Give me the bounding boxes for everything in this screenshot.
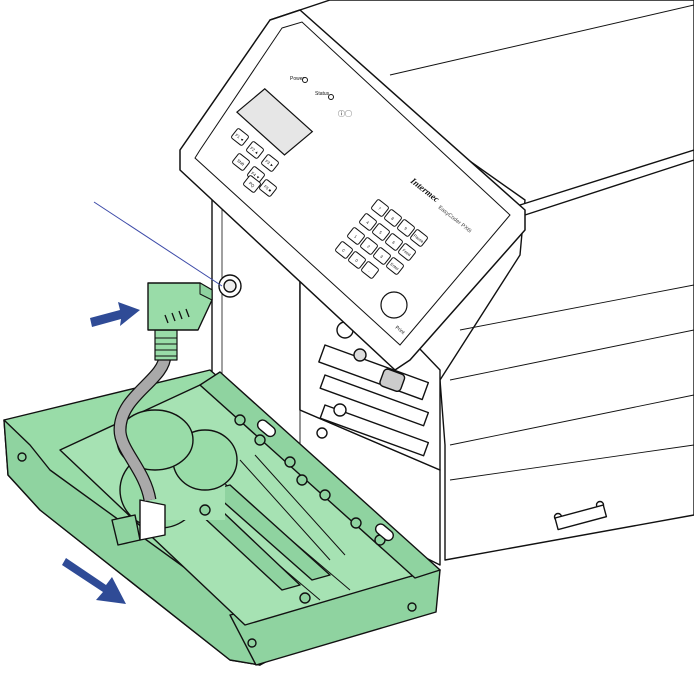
key-label: 7	[377, 206, 382, 212]
function-key[interactable]: PQ	[243, 175, 261, 193]
key-label: 3	[379, 254, 384, 260]
numeric-key[interactable]: 0	[348, 251, 366, 269]
numeric-key[interactable]: 5	[372, 223, 390, 241]
key-label: 9	[403, 226, 408, 232]
key-label: PQ	[248, 181, 256, 188]
numeric-key[interactable]: 4	[359, 213, 377, 231]
numeric-key[interactable]: 7	[371, 199, 389, 217]
key-label: F3 ►	[264, 158, 275, 168]
lcd-display	[236, 87, 314, 156]
pull-arrow-icon	[62, 558, 126, 604]
numeric-key[interactable]: 8	[384, 209, 402, 227]
numeric-key[interactable]: .	[361, 261, 379, 279]
function-key[interactable]: F3 ►	[261, 154, 279, 172]
numeric-key[interactable]: 6	[385, 233, 403, 251]
key-label: 5	[378, 230, 383, 236]
function-key[interactable]: Shift	[232, 153, 250, 171]
numeric-key[interactable]: 1	[347, 227, 365, 245]
callout-leader-line	[93, 201, 223, 287]
key-label: 1	[353, 234, 358, 240]
info-icon: ⓘ◯	[338, 110, 352, 118]
media-tray[interactable]	[3, 369, 441, 666]
numeric-key[interactable]: 2	[360, 237, 378, 255]
numeric-key[interactable]: Enter	[386, 257, 404, 275]
numeric-key[interactable]: 3	[373, 247, 391, 265]
print-button-label: Print	[394, 325, 406, 336]
key-label: Pause	[413, 233, 426, 244]
key-label: 6	[391, 240, 396, 246]
print-button[interactable]	[380, 291, 408, 319]
led-status-label: Status	[315, 91, 330, 97]
function-keys: F1 ◄ F2 ▲ F3 ► Shift F4 ▼F5 ■ PQ	[231, 128, 279, 197]
key-label: 0	[354, 258, 359, 264]
key-label: .	[368, 268, 372, 273]
key-label: Feed	[402, 248, 412, 258]
key-label: 2	[366, 244, 371, 250]
status-leds: Power Status ⓘ◯	[290, 76, 352, 118]
function-key[interactable]: F2 ▲	[246, 141, 264, 159]
insert-arrow-icon	[90, 302, 140, 327]
key-label: F2 ▲	[249, 145, 260, 155]
key-label: 8	[390, 216, 395, 222]
key-label: 4	[365, 220, 370, 226]
key-label: Shift	[236, 158, 246, 167]
numeric-key[interactable]: 9	[397, 219, 415, 237]
function-key[interactable]: F1 ◄	[231, 128, 249, 146]
status-led	[328, 94, 334, 100]
key-label: Enter	[389, 261, 400, 271]
key-label: C	[341, 248, 346, 254]
key-label: F4 ▼	[250, 170, 261, 180]
numeric-key[interactable]: Feed	[398, 243, 416, 261]
key-label: F5 ■	[263, 184, 273, 193]
key-label: F1 ◄	[234, 132, 245, 142]
power-led	[302, 77, 308, 83]
numeric-key[interactable]: C	[335, 241, 353, 259]
function-key[interactable]: F5 ■	[259, 179, 277, 197]
led-power-label: Power	[290, 76, 305, 82]
numeric-key[interactable]: Pause	[410, 229, 428, 247]
power-cable	[113, 282, 213, 502]
